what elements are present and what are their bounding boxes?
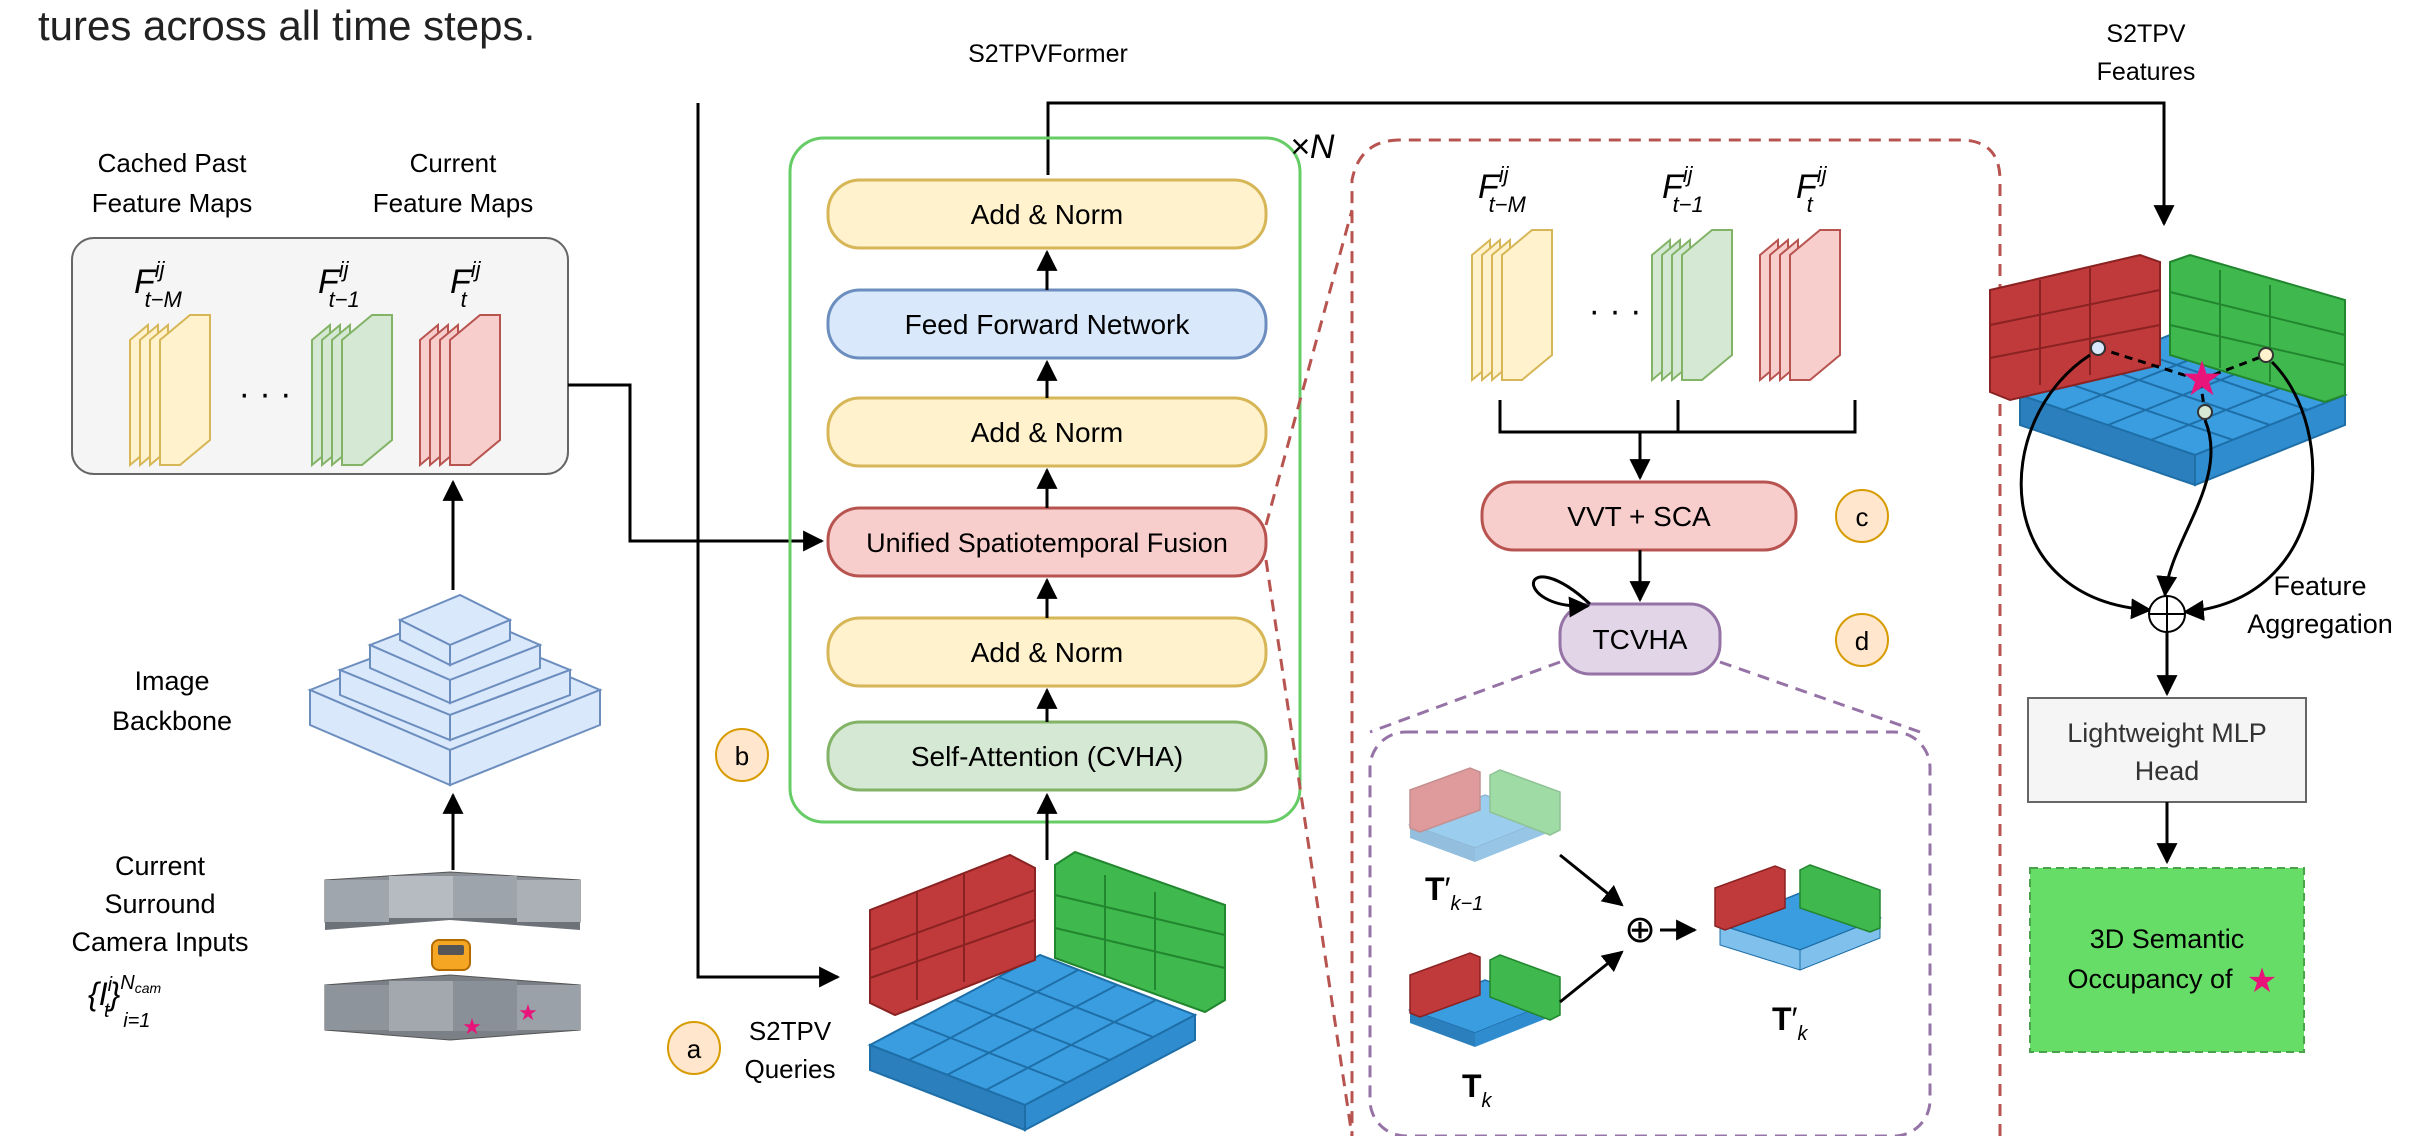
badge-a [667, 1021, 721, 1075]
zoom-purple-right [1719, 660, 1921, 734]
arrow-tk-to-oplus [1559, 950, 1624, 1004]
t-prime-k-label: T′k [1772, 1001, 1809, 1045]
camera-star-2: ★ [518, 1000, 538, 1025]
feature-stack-red [419, 314, 501, 468]
s2tpv-features-label-1: S2TPV [2106, 20, 2186, 48]
occupancy-label-1: 3D Semantic [2090, 924, 2245, 954]
svg-text:c: c [1856, 502, 1869, 532]
feature-aggregation-label-1: Feature [2273, 571, 2366, 601]
occupancy-star-icon: ★ [2247, 962, 2277, 1000]
fusion-detail-panel [1350, 138, 2002, 1136]
encoder-block [788, 136, 1302, 824]
fusion-label: Unified Spatiotemporal Fusion [866, 528, 1228, 558]
feature-stack-green [311, 314, 393, 468]
detail-oplus: ⊕ [1624, 909, 1656, 951]
queries-label-1: S2TPV [749, 1016, 832, 1046]
tcvha-block [1558, 602, 1722, 676]
t-prime-k-1-cube [1407, 767, 1561, 862]
caption-fragment: tures across all time steps. [38, 2, 535, 49]
feature-aggregation-label-2: Aggregation [2247, 609, 2393, 639]
t-k-cube [1407, 952, 1561, 1047]
left-ellipsis: · · · [239, 375, 292, 413]
camera-label-1: Current [115, 851, 206, 881]
tpv-queries-cube [867, 850, 1226, 1132]
tcvha-self-loop [1532, 575, 1592, 618]
arrow-features-to-fusion [568, 383, 825, 552]
sample-point-red [2090, 340, 2106, 356]
curve-green-to-oplus [2182, 360, 2315, 621]
occupancy-label-2: Occupancy of [2067, 964, 2233, 994]
badge-b [715, 728, 769, 782]
mlp-head [2027, 697, 2307, 803]
mlp-head-label-1: Lightweight MLP [2067, 718, 2267, 748]
sample-point-blue [2197, 404, 2213, 420]
arrow-to-queries [696, 103, 841, 988]
t-k-label: Tk [1462, 1068, 1493, 1112]
s2tpv-features-label-2: Features [2097, 58, 2196, 86]
arrow-tk1-to-oplus [1559, 853, 1624, 907]
tcvha-label: TCVHA [1593, 624, 1688, 655]
zoom-line-top [1264, 209, 1354, 526]
add-norm-2-label: Add & Norm [971, 417, 1124, 448]
self-attention-label: Self-Attention (CVHA) [911, 741, 1183, 772]
camera-label-2: Surround [104, 889, 215, 919]
add-norm-3-label: Add & Norm [971, 199, 1124, 230]
query-star-icon: ★ [2180, 353, 2223, 406]
t-prime-k-1-label: T′k−1 [1425, 871, 1483, 915]
repeat-label: ×N [1290, 128, 1335, 166]
image-backbone-label-2: Backbone [112, 706, 232, 736]
camera-images: ★ ★ [324, 871, 581, 1041]
svg-text:a: a [687, 1034, 702, 1064]
vvt-sca-label: VVT + SCA [1567, 501, 1711, 532]
s2tpvformer-title: S2TPVFormer [968, 40, 1128, 68]
camera-label-3: Camera Inputs [71, 927, 248, 957]
zoom-purple-left [1369, 660, 1561, 734]
current-feature-label-2: Feature Maps [373, 188, 533, 218]
add-norm-1-label: Add & Norm [971, 637, 1124, 668]
badge-d [1835, 613, 1889, 667]
tpv-features-cube [1989, 253, 2348, 487]
curve-blue-to-oplus [2156, 419, 2213, 598]
image-backbone-pyramid [307, 593, 603, 787]
cached-past-label-1: Cached Past [98, 148, 248, 178]
svg-text:d: d [1855, 626, 1869, 656]
current-feature-label-1: Current [410, 148, 497, 178]
sample-point-green [2258, 347, 2274, 363]
camera-star-1: ★ [462, 1014, 482, 1039]
curve-red-to-oplus [2019, 353, 2153, 620]
feature-stack-yellow [129, 314, 211, 468]
image-backbone-label-1: Image [134, 666, 209, 696]
detail-stack-red [1759, 229, 1841, 383]
add-norm-3 [826, 178, 1268, 250]
t-prime-k-cube [1714, 864, 1883, 971]
detail-stack-green [1651, 229, 1733, 383]
mlp-head-label-2: Head [2135, 756, 2200, 786]
svg-text:b: b [735, 741, 749, 771]
badge-c [1835, 489, 1889, 543]
feed-forward-label: Feed Forward Network [905, 309, 1191, 340]
queries-label-2: Queries [744, 1054, 835, 1084]
zoom-line-bottom [1264, 559, 1354, 1136]
detail-ellipsis: · · · [1589, 292, 1642, 330]
detail-stack-yellow [1471, 229, 1553, 383]
cached-past-label-2: Feature Maps [92, 188, 252, 218]
tcvha-detail-panel [1368, 730, 1932, 1136]
semantic-occupancy-output [2029, 867, 2305, 1053]
